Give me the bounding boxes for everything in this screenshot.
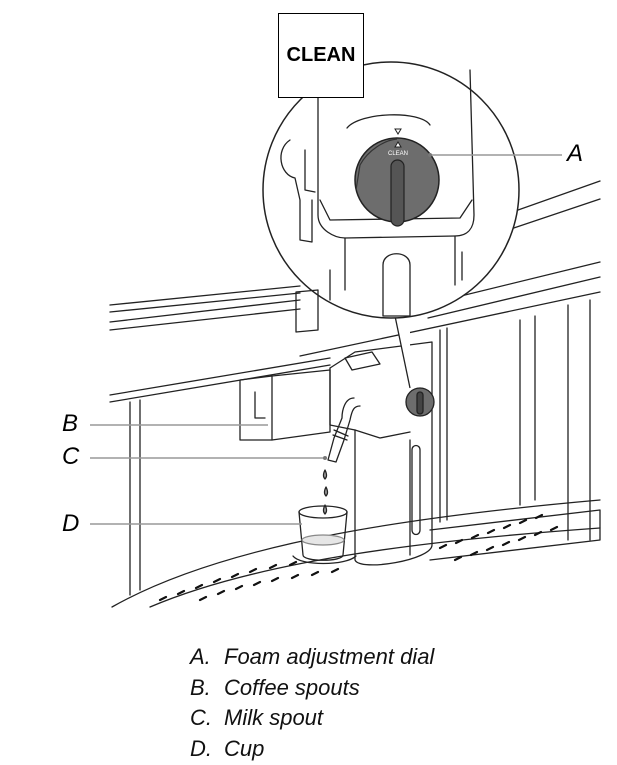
clean-box-label: CLEAN — [286, 44, 356, 66]
callout-a: A — [567, 140, 584, 167]
callout-c: C — [62, 443, 80, 470]
legend-item: A. Foam adjustment dial — [190, 642, 434, 673]
legend-text: Milk spout — [224, 705, 324, 730]
legend: A. Foam adjustment dial B. Coffee spouts C… — [190, 642, 434, 764]
legend-text: Cup — [224, 735, 265, 761]
callout-d: D — [62, 510, 80, 537]
callout-b: B — [62, 410, 79, 437]
legend-key: A. — [190, 644, 211, 669]
legend-item: C. Milk spout — [190, 703, 434, 734]
legend-key: D. — [190, 735, 212, 761]
milk-frother-illustration: CLEAN — [90, 61, 601, 608]
dial-clean-text: CLEAN — [388, 151, 408, 157]
legend-text: Coffee spouts — [224, 674, 360, 700]
legend-key: C. — [190, 705, 212, 730]
legend-item: D. Cup — [190, 734, 434, 765]
legend-text: Foam adjustment dial — [224, 644, 435, 669]
legend-key: B. — [190, 674, 211, 700]
clean-position-box: CLEAN — [278, 13, 364, 98]
legend-item: B. Coffee spouts — [190, 673, 434, 704]
